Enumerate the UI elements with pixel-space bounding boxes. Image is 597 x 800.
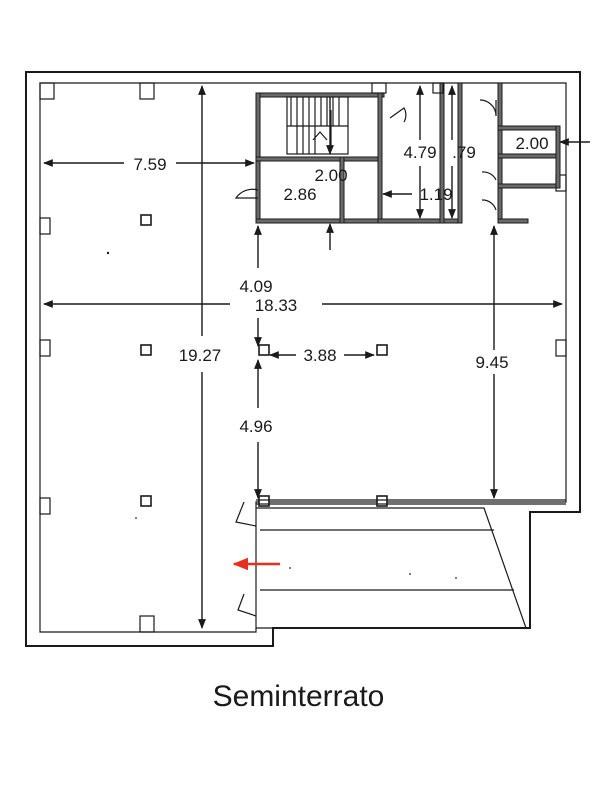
pillar xyxy=(258,495,270,507)
dimension-lines xyxy=(43,85,590,629)
dim-height-b: .79 xyxy=(452,143,476,162)
ramp xyxy=(256,507,527,629)
pillar xyxy=(376,495,388,507)
dim-upper-depth: 4.09 xyxy=(239,277,272,296)
dim-east-span: 9.45 xyxy=(475,353,508,372)
pillars xyxy=(140,214,388,507)
dim-lower-depth: 4.96 xyxy=(239,417,272,436)
dim-total-height: 19.27 xyxy=(179,346,222,365)
service-block xyxy=(255,82,561,224)
pillar xyxy=(376,344,388,356)
dimension-labels: 7.59 18.33 19.27 4.09 3.88 4.96 9.45 2.8… xyxy=(133,134,548,436)
dim-corridor: 1.19 xyxy=(419,185,452,204)
dim-room-b: 2.00 xyxy=(314,166,347,185)
pillar xyxy=(258,344,270,356)
stair xyxy=(286,96,349,155)
dim-height-a: 4.79 xyxy=(403,143,436,162)
scan-specks xyxy=(106,251,457,579)
front-beam xyxy=(256,499,566,505)
dim-room-c: 2.00 xyxy=(515,134,548,153)
dim-west-room-width: 7.59 xyxy=(133,155,166,174)
door-swings xyxy=(234,99,497,617)
floor-label: Seminterrato xyxy=(212,680,385,713)
pillar xyxy=(140,344,152,356)
dim-total-width: 18.33 xyxy=(255,296,298,315)
dim-pillar-spacing: 3.88 xyxy=(303,346,336,365)
dim-room-a: 2.86 xyxy=(283,185,316,204)
pillar xyxy=(140,214,152,226)
wall-pilasters xyxy=(39,82,567,633)
floor-plan: 7.59 18.33 19.27 4.09 3.88 4.96 9.45 2.8… xyxy=(25,71,590,647)
pillar xyxy=(140,495,152,507)
